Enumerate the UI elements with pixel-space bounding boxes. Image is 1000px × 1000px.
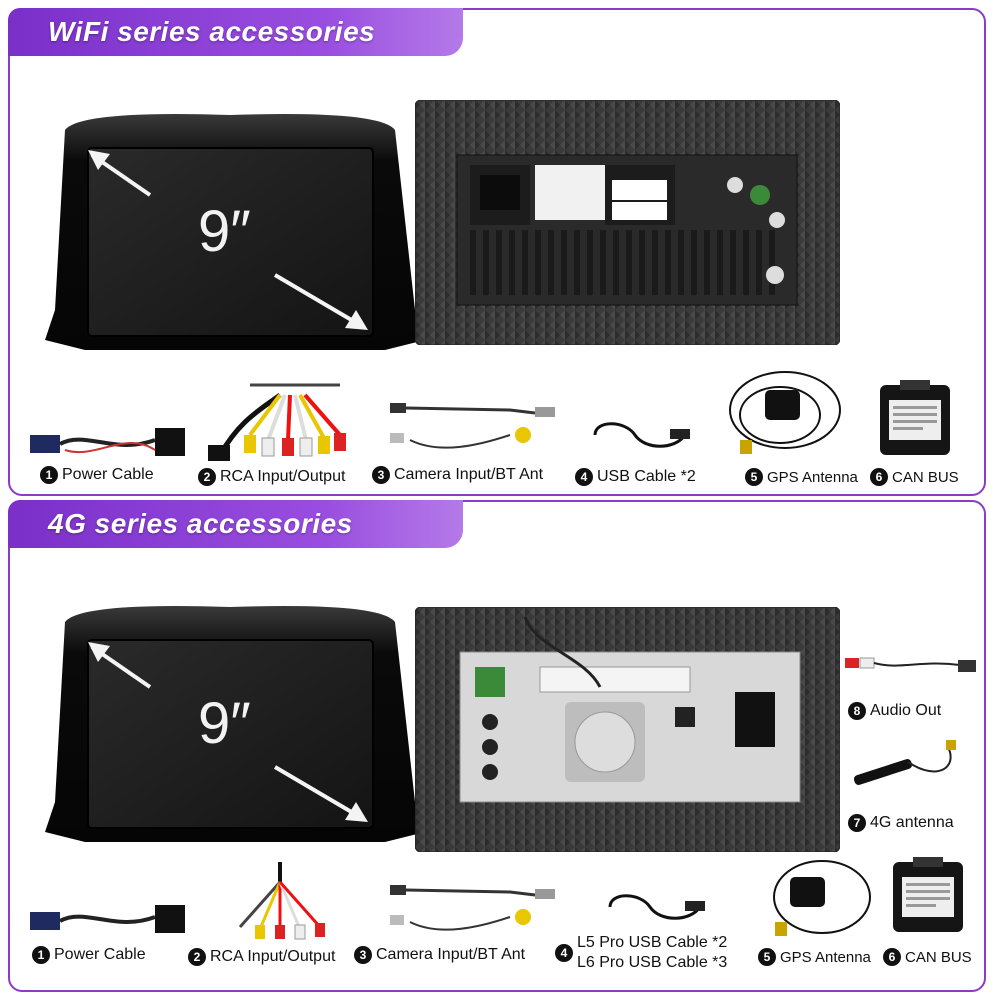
wifi-camera-cable-image <box>380 395 560 505</box>
fourg-power-cable-image <box>25 897 195 1000</box>
wifi-gps-antenna-image <box>725 365 845 475</box>
head-unit-back <box>414 99 841 346</box>
fourg-camera-cable-image <box>380 877 560 987</box>
wifi-banner-title: WiFi series accessories <box>8 8 463 56</box>
wifi-screen-size: 9″ <box>198 199 251 264</box>
fourg-item-4: 4 L5 Pro USB Cable *2 L6 Pro USB Cable *… <box>555 934 727 972</box>
wifi-item-6: 6 CAN BUS <box>870 468 959 486</box>
wifi-item-2: 2 RCA Input/Output <box>198 468 345 486</box>
wifi-item-4: 4 USB Cable *2 <box>575 468 696 486</box>
fourg-can-bus-image <box>888 857 968 967</box>
fourg-audio-out-image <box>840 650 980 690</box>
fourg-usb-cable-image <box>600 887 710 997</box>
wifi-panel: WiFi series accessories 9″ <box>8 8 986 496</box>
fourg-head-unit-back <box>414 606 841 853</box>
fourg-item-6: 6 CAN BUS <box>883 948 972 966</box>
wifi-can-bus-image <box>875 380 955 490</box>
fourg-item-3: 3 Camera Input/BT Ant <box>354 946 525 964</box>
fourg-item-8: 8 Audio Out <box>848 702 941 720</box>
fourg-item-2: 2 RCA Input/Output <box>188 948 335 966</box>
fourg-head-unit-front: 9″ <box>40 602 430 852</box>
fourg-item-1: 1 Power Cable <box>32 946 146 964</box>
fourg-panel: 4G series accessories 9″ <box>8 500 986 992</box>
wifi-item-1: 1 Power Cable <box>40 466 154 484</box>
wifi-power-cable-image <box>25 420 195 530</box>
fourg-antenna-image <box>848 737 978 797</box>
fourg-rca-cable-image <box>225 857 335 967</box>
wifi-item-5: 5 GPS Antenna <box>745 468 858 486</box>
head-unit-front: 9″ <box>40 110 430 360</box>
fourg-screen-size: 9″ <box>198 691 251 756</box>
wifi-rca-cable-image <box>200 380 360 490</box>
fourg-item-7: 7 4G antenna <box>848 814 954 832</box>
wifi-usb-cable-image <box>585 415 695 525</box>
fourg-item-5: 5 GPS Antenna <box>758 948 871 966</box>
fourg-banner-title: 4G series accessories <box>8 500 463 548</box>
fourg-gps-antenna-image <box>770 852 875 962</box>
wifi-item-3: 3 Camera Input/BT Ant <box>372 466 543 484</box>
